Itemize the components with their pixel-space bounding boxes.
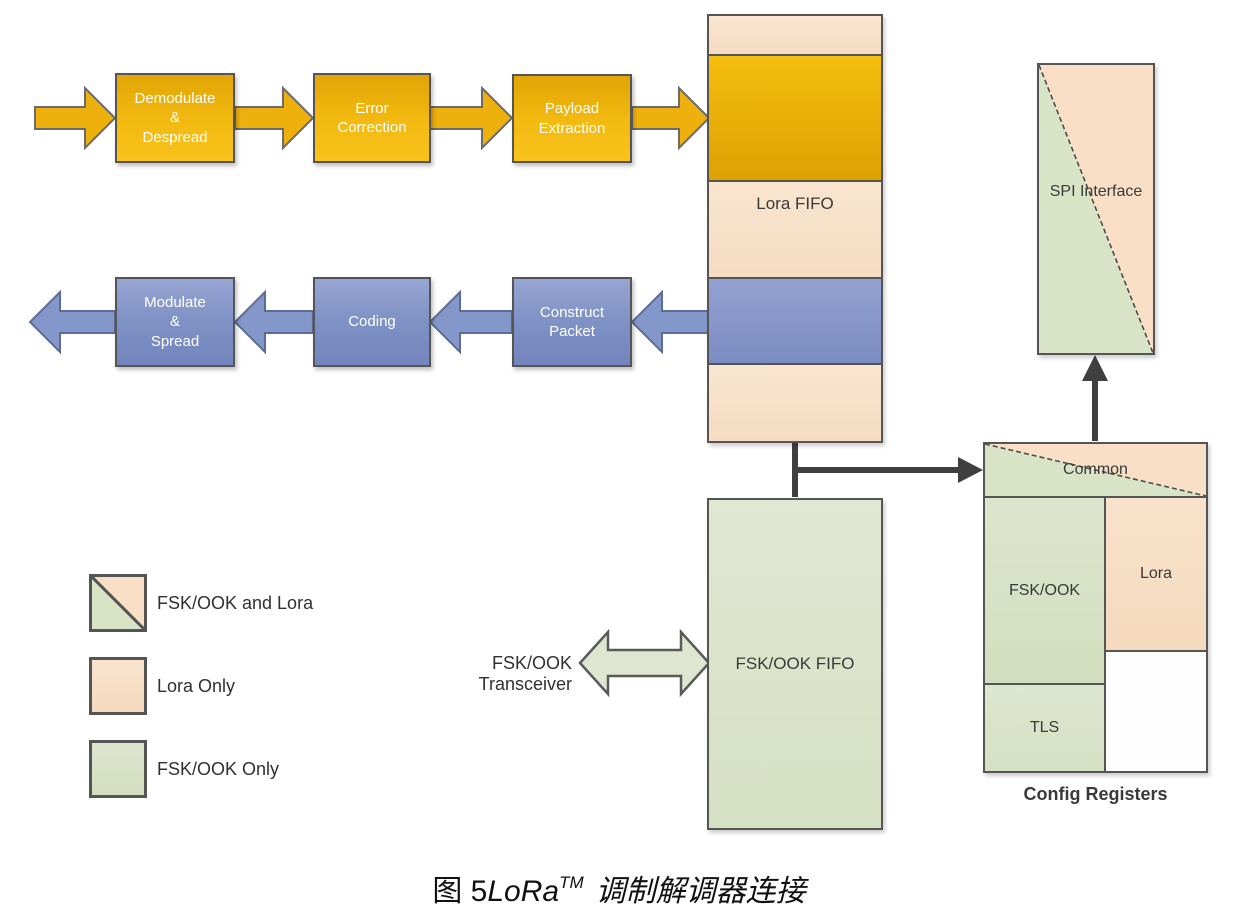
legend-label-lora-only: Lora Only xyxy=(157,675,236,696)
fifo-segment-tx xyxy=(709,277,881,363)
legend-label-fsk-and-lora: FSK/OOK and Lora xyxy=(157,592,314,613)
box-payload-extraction: Payload Extraction xyxy=(512,74,632,163)
fifo-segment-bottom xyxy=(709,363,881,441)
transceiver-arrow-left-right-icon xyxy=(578,628,711,698)
config-cell-common: Common xyxy=(985,444,1206,498)
figure-number: 图 5 xyxy=(432,875,488,908)
fsk-ook-fifo-label: FSK/OOK FIFO xyxy=(735,654,855,673)
legend-swatch-lora-only xyxy=(89,657,147,715)
legend-diagonal-split-icon xyxy=(92,577,144,629)
config-fsk-label: FSK/OOK xyxy=(1008,581,1081,599)
config-lora-label: Lora xyxy=(1139,565,1173,582)
box-coding: Coding xyxy=(313,277,431,367)
config-registers-block: Common FSK/OOK Lora TLS xyxy=(983,442,1208,773)
tx-arrow-left-icon xyxy=(233,289,314,355)
config-cell-tls: TLS xyxy=(985,685,1106,771)
legend-swatch-fsk-only xyxy=(89,740,147,798)
rx-arrow-right-icon xyxy=(234,85,315,151)
product-name: LoRa xyxy=(487,875,560,908)
figure-caption: 图 5LoRaTM 调制解调器连接 xyxy=(0,866,1238,910)
tx-arrow-left-icon xyxy=(630,289,710,355)
legend-swatch-fsk-and-lora xyxy=(89,574,147,632)
rx-arrow-right-icon xyxy=(429,85,514,151)
config-common-label: Common xyxy=(1063,461,1128,478)
rx-input-arrow-right-icon xyxy=(34,85,117,151)
fifo-segment-lora-label: Lora FIFO xyxy=(709,180,881,277)
lora-fifo-block: Lora FIFO xyxy=(707,14,883,443)
box-construct-packet: Construct Packet xyxy=(512,277,632,367)
spi-arrow-up-icon xyxy=(1082,355,1108,381)
config-cell-lora: Lora xyxy=(1106,498,1206,652)
fsk-ook-fifo-block: FSK/OOK FIFO xyxy=(707,498,883,830)
spi-interface-label: SPI Interface xyxy=(1049,183,1143,200)
box-demodulate-despread: Demodulate & Despread xyxy=(115,73,235,163)
fifo-segment-common-top xyxy=(709,16,881,54)
tx-arrow-left-icon xyxy=(428,289,513,355)
spi-diagonal-split xyxy=(1039,65,1153,353)
box-error-correction: Error Correction xyxy=(313,73,431,163)
trademark-superscript: TM xyxy=(559,873,584,892)
legend-label-fsk-only: FSK/OOK Only xyxy=(157,758,280,779)
spi-interface-block: SPI Interface xyxy=(1037,63,1155,355)
config-arrow-right-icon xyxy=(958,457,983,483)
rx-arrow-right-icon xyxy=(631,85,711,151)
common-diagonal-split xyxy=(985,444,1206,496)
box-modulate-spread: Modulate & Spread xyxy=(115,277,235,367)
fifo-segment-rx xyxy=(709,54,881,180)
tx-output-arrow-left-icon xyxy=(28,289,116,355)
lora-fifo-label: Lora FIFO xyxy=(756,194,834,213)
config-tls-label: TLS xyxy=(1029,719,1060,736)
config-registers-caption: Config Registers xyxy=(1023,784,1168,804)
caption-text: 调制解调器连接 xyxy=(595,875,806,908)
transceiver-label: FSK/OOK Transceiver xyxy=(478,653,572,694)
config-cell-fsk-ook: FSK/OOK xyxy=(985,498,1106,685)
config-cell-empty xyxy=(1106,652,1206,771)
